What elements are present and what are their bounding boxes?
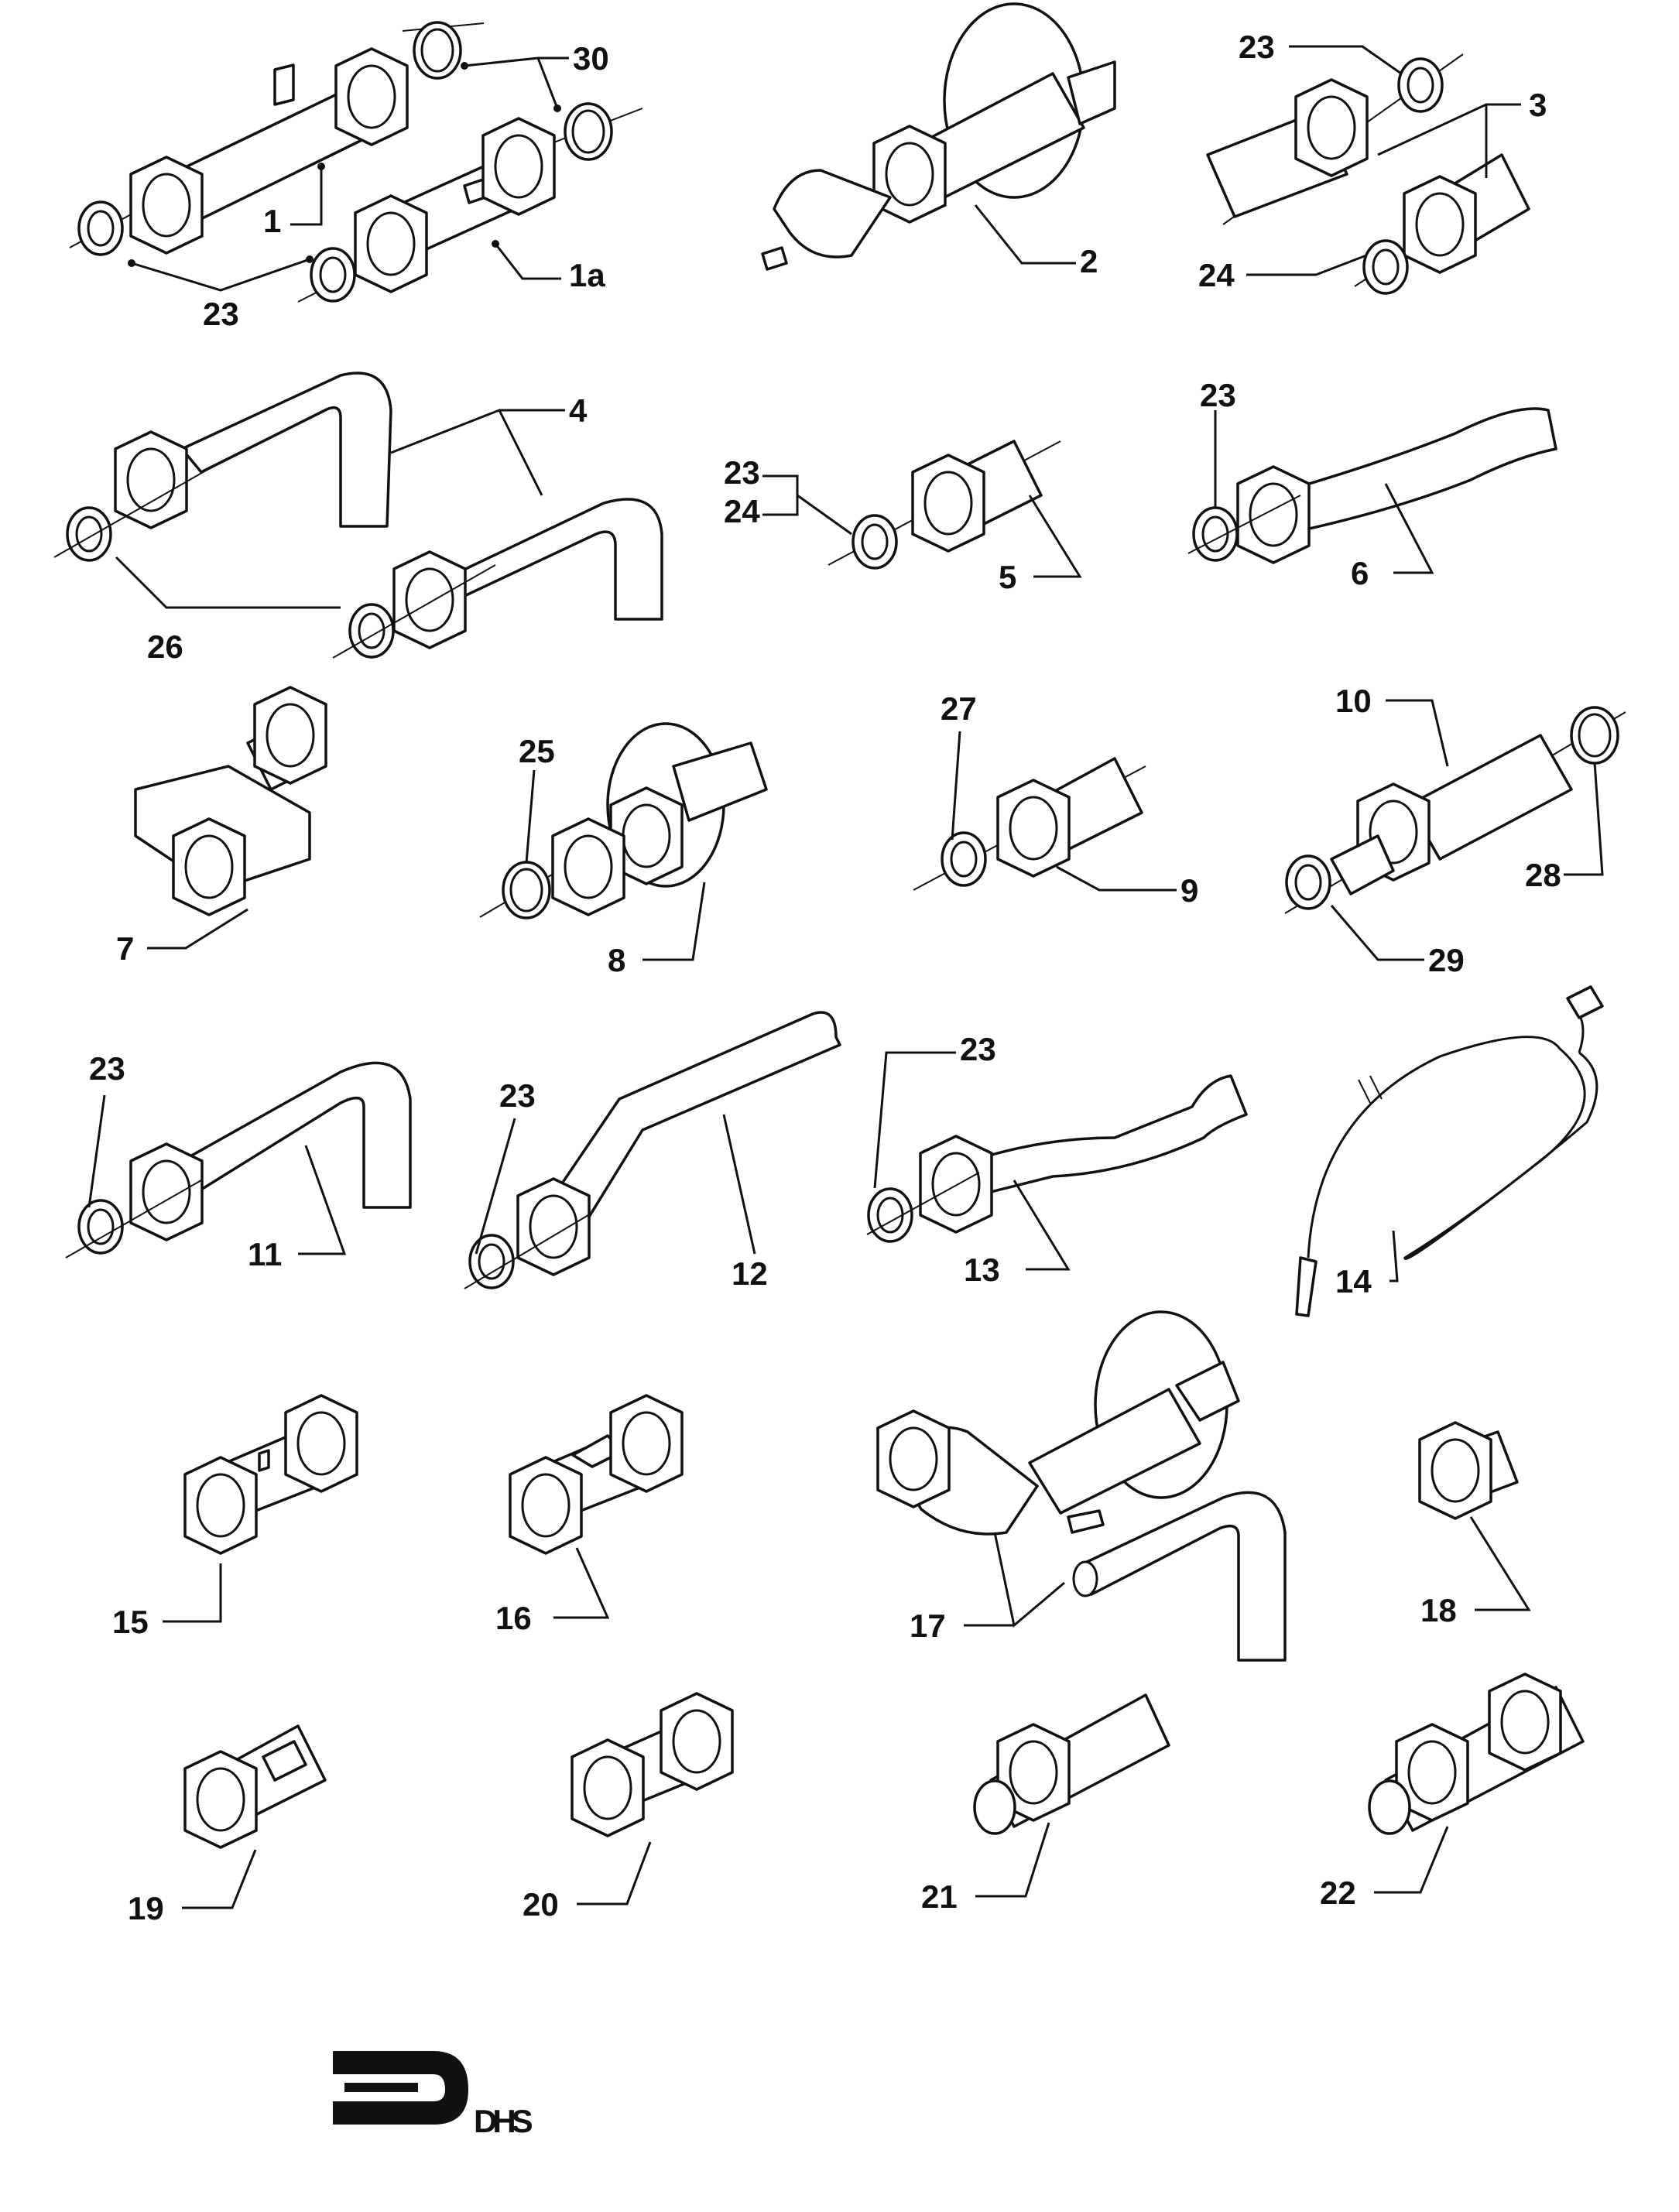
callout-1: 1: [263, 203, 281, 239]
part-2-tap-assembly: [761, 2, 1116, 271]
callout-27: 27: [941, 690, 977, 727]
leaders-row1-right: [1246, 45, 1521, 276]
leaders-5: [762, 474, 1082, 578]
part-8-wall-fitting: [479, 722, 768, 919]
callout-24: 24: [724, 493, 760, 529]
dhs-logo: DHS: [333, 2051, 537, 2139]
leader-19: [182, 1849, 257, 1909]
part-4-bent-pipes: [53, 372, 663, 659]
part-3-connectors: [1206, 53, 1530, 295]
leaders-6: [1214, 410, 1434, 574]
callout-4: 4: [569, 392, 588, 429]
part-14-sensor-cable: [1295, 985, 1604, 1317]
leaders-row1-left: [128, 56, 569, 292]
callout-21: 21: [921, 1878, 958, 1915]
part-21-reducer: [973, 1693, 1170, 1835]
callout-11: 11: [248, 1236, 282, 1272]
leader-22: [1374, 1826, 1449, 1894]
part-10-threaded-body: [1284, 706, 1626, 914]
callout-23: 23: [724, 454, 760, 491]
callout-14: 14: [1335, 1263, 1372, 1299]
leader-16: [553, 1547, 610, 1619]
callout-30: 30: [573, 40, 609, 77]
callout-23: 23: [1239, 29, 1275, 65]
callout-22: 22: [1320, 1875, 1356, 1911]
leader-14: [1389, 1230, 1399, 1282]
part-9-connector: [913, 757, 1146, 891]
callout-24: 24: [1198, 257, 1235, 293]
leader-20: [577, 1841, 652, 1906]
part-22-reducer-coupler: [1368, 1673, 1585, 1835]
callout-25: 25: [519, 733, 555, 769]
part-7-tee-block: [134, 686, 327, 916]
callout-13: 13: [964, 1252, 1000, 1288]
part-16-lever-valve: [509, 1394, 684, 1555]
leaders-13: [873, 1051, 1071, 1271]
part-5-connector: [828, 440, 1061, 570]
leaders-4-26: [115, 409, 565, 609]
leader-2: [974, 204, 1076, 265]
leaders-12: [475, 1114, 756, 1255]
part-30-sleeves: [402, 21, 643, 161]
callout-23: 23: [499, 1077, 536, 1114]
callout-23: 23: [960, 1031, 996, 1067]
leader-18: [1469, 1516, 1531, 1611]
callout-10: 10: [1335, 683, 1372, 719]
part-6-offset-pipe: [1187, 407, 1557, 564]
leaders-11: [87, 1094, 347, 1255]
callout-5: 5: [999, 559, 1016, 595]
callout-2: 2: [1080, 243, 1098, 279]
part-20-straight-coupler: [571, 1692, 734, 1837]
part-19-male-connector: [183, 1724, 327, 1849]
callout-18: 18: [1420, 1592, 1457, 1628]
callout-23: 23: [89, 1050, 125, 1087]
callout-1a: 1a: [569, 257, 605, 293]
callout-6: 6: [1351, 555, 1369, 591]
leaders-17: [993, 1532, 1065, 1628]
leaders-8-25: [525, 769, 706, 961]
callout-8: 8: [608, 942, 625, 978]
part-17-tap-with-pipe: [876, 1310, 1287, 1662]
callout-23: 23: [203, 296, 239, 332]
callout-20: 20: [523, 1886, 559, 1923]
dhs-logo-text: DHS: [474, 2103, 533, 2139]
part-13-offset-pipe: [866, 1074, 1248, 1243]
leader-15: [163, 1563, 222, 1623]
callout-7: 7: [116, 930, 134, 967]
leader-7: [147, 908, 248, 950]
callout-12: 12: [732, 1255, 768, 1292]
callout-15: 15: [112, 1604, 149, 1640]
callout-17: 17: [910, 1608, 946, 1644]
callout-23: 23: [1200, 377, 1236, 413]
part-11-bent-pipe: [65, 1061, 412, 1258]
part-1-valve: [69, 47, 409, 256]
leaders-9-27: [951, 731, 1177, 892]
leader-21: [975, 1822, 1050, 1898]
callout-9: 9: [1180, 872, 1198, 909]
part-1a-valve: [297, 117, 556, 303]
leaders-10-28-29: [1330, 699, 1604, 961]
part-18-bulkhead: [1418, 1421, 1519, 1520]
callout-28: 28: [1525, 857, 1561, 893]
callout-26: 26: [147, 628, 183, 665]
callout-16: 16: [495, 1600, 532, 1636]
part-15-straight-valve: [183, 1394, 358, 1555]
callout-3: 3: [1529, 87, 1547, 123]
part-12-offset-pipe: [464, 1011, 841, 1289]
callout-29: 29: [1428, 942, 1465, 978]
callout-19: 19: [128, 1890, 164, 1926]
